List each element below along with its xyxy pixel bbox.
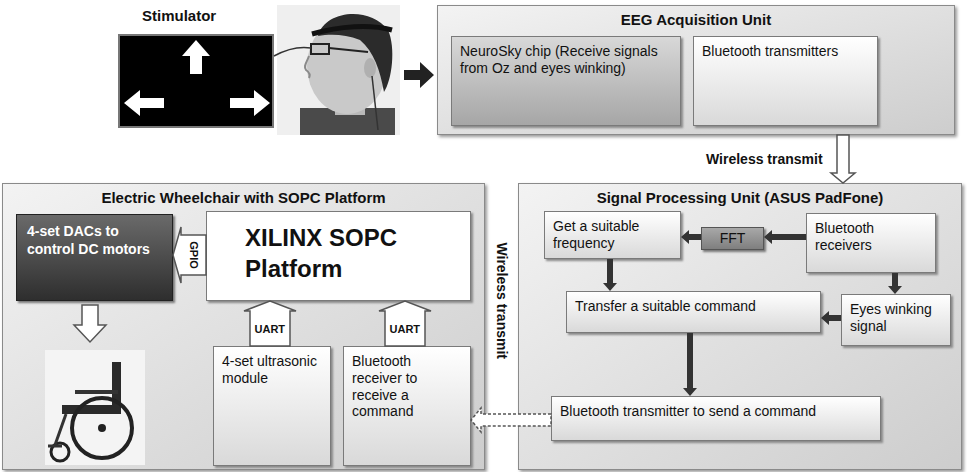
box-text: EEG Acquisition Unit — [438, 6, 954, 28]
photo-ground — [45, 350, 145, 465]
flow-arrow — [831, 135, 855, 183]
connector-label: UART — [255, 323, 286, 335]
nose — [305, 56, 310, 78]
stimulator-screen: Stimulator — [118, 34, 274, 128]
unit-panel: EEG Acquisition UnitNeuroSky chip (Recei… — [437, 5, 955, 135]
neck — [335, 95, 365, 115]
box-text: NeuroSky chip (Receive signals from Oz a… — [460, 43, 672, 77]
wheelchair-leg — [55, 414, 66, 445]
box-text: Signal Processing Unit (ASUS PadFone) — [519, 184, 961, 206]
wheelchair-hub — [98, 424, 106, 432]
flow-arrow — [683, 333, 697, 396]
flow-arrow — [74, 305, 106, 342]
glasses — [329, 48, 368, 52]
box-text: 4-set ultrasonic module — [222, 353, 322, 387]
wheelchair-footrest — [48, 445, 62, 448]
cable — [274, 47, 311, 56]
box-text: Bluetooth receivers — [815, 220, 927, 254]
flow-arrow — [603, 259, 617, 291]
box-text: Bluetooth transmitter to send a command — [560, 403, 872, 420]
flow-arrow — [471, 408, 551, 432]
connector-label: Wireless transmit — [706, 152, 823, 167]
shirt — [300, 108, 395, 135]
box-text: Electric Wheelchair with SOPC Platform — [3, 184, 484, 206]
wheelchair-armrest — [75, 390, 118, 394]
box-text: Bluetooth receiver to receive a command — [352, 353, 462, 420]
connector-label: UART — [390, 323, 421, 335]
box-text: Eyes winking signal — [850, 301, 942, 335]
box-text: FFT — [706, 230, 759, 247]
flow-arrow — [888, 273, 902, 294]
connector-label: Wireless transmit — [493, 242, 508, 359]
wire — [372, 76, 378, 130]
hair — [318, 14, 392, 92]
wheelchair-seat — [62, 405, 120, 414]
flow-arrow — [173, 227, 206, 283]
ear — [364, 58, 376, 78]
connector-label: GPIO — [187, 241, 199, 269]
wheelchair-caster — [51, 443, 69, 461]
headband — [312, 27, 392, 34]
photo-ground — [277, 5, 400, 135]
head — [307, 18, 387, 114]
flow-arrow — [244, 301, 296, 346]
heading-holder: Stimulator — [142, 7, 216, 24]
box-text: 4-set DACs to control DC motors — [27, 223, 162, 258]
process-box: Bluetooth receivers — [806, 213, 936, 273]
process-box: NeuroSky chip (Receive signals from Oz a… — [451, 36, 681, 126]
platform-box: XILINX SOPC Platform — [206, 211, 471, 301]
box-text: Get a suitable frequency — [553, 218, 672, 252]
flow-arrow — [379, 301, 431, 346]
process-box: Bluetooth transmitter to send a command — [551, 396, 881, 441]
stimulus-arrow — [230, 90, 270, 116]
flow-arrow — [764, 230, 806, 244]
unit-panel: Signal Processing Unit (ASUS PadFone) Get… — [518, 183, 962, 470]
process-box: Bluetooth transmitters — [693, 36, 878, 126]
flow-arrow — [404, 62, 434, 88]
wheelchair-wheel — [72, 398, 132, 458]
process-box: Get a suitable frequency — [544, 211, 681, 259]
process-box: 4-set DACs to control DC motors — [16, 214, 173, 301]
process-box: Eyes winking signal — [841, 294, 951, 346]
box-text: XILINX SOPC Platform — [245, 222, 460, 284]
stimulus-arrow — [124, 90, 164, 116]
box-text: Bluetooth transmitters — [702, 43, 869, 60]
box-text: Transfer a suitable command — [575, 298, 812, 315]
process-box: Bluetooth receiver to receive a command — [343, 346, 471, 466]
process-box: 4-set ultrasonic module — [213, 346, 331, 466]
flow-arrow — [821, 311, 841, 325]
process-box: Transfer a suitable command — [566, 291, 821, 333]
wheelchair-back — [112, 362, 121, 414]
glasses — [311, 44, 329, 54]
node-heading: Stimulator — [142, 7, 216, 24]
process-box: FFT — [701, 227, 764, 250]
flow-arrow — [681, 230, 701, 244]
stimulus-arrow — [182, 40, 210, 74]
